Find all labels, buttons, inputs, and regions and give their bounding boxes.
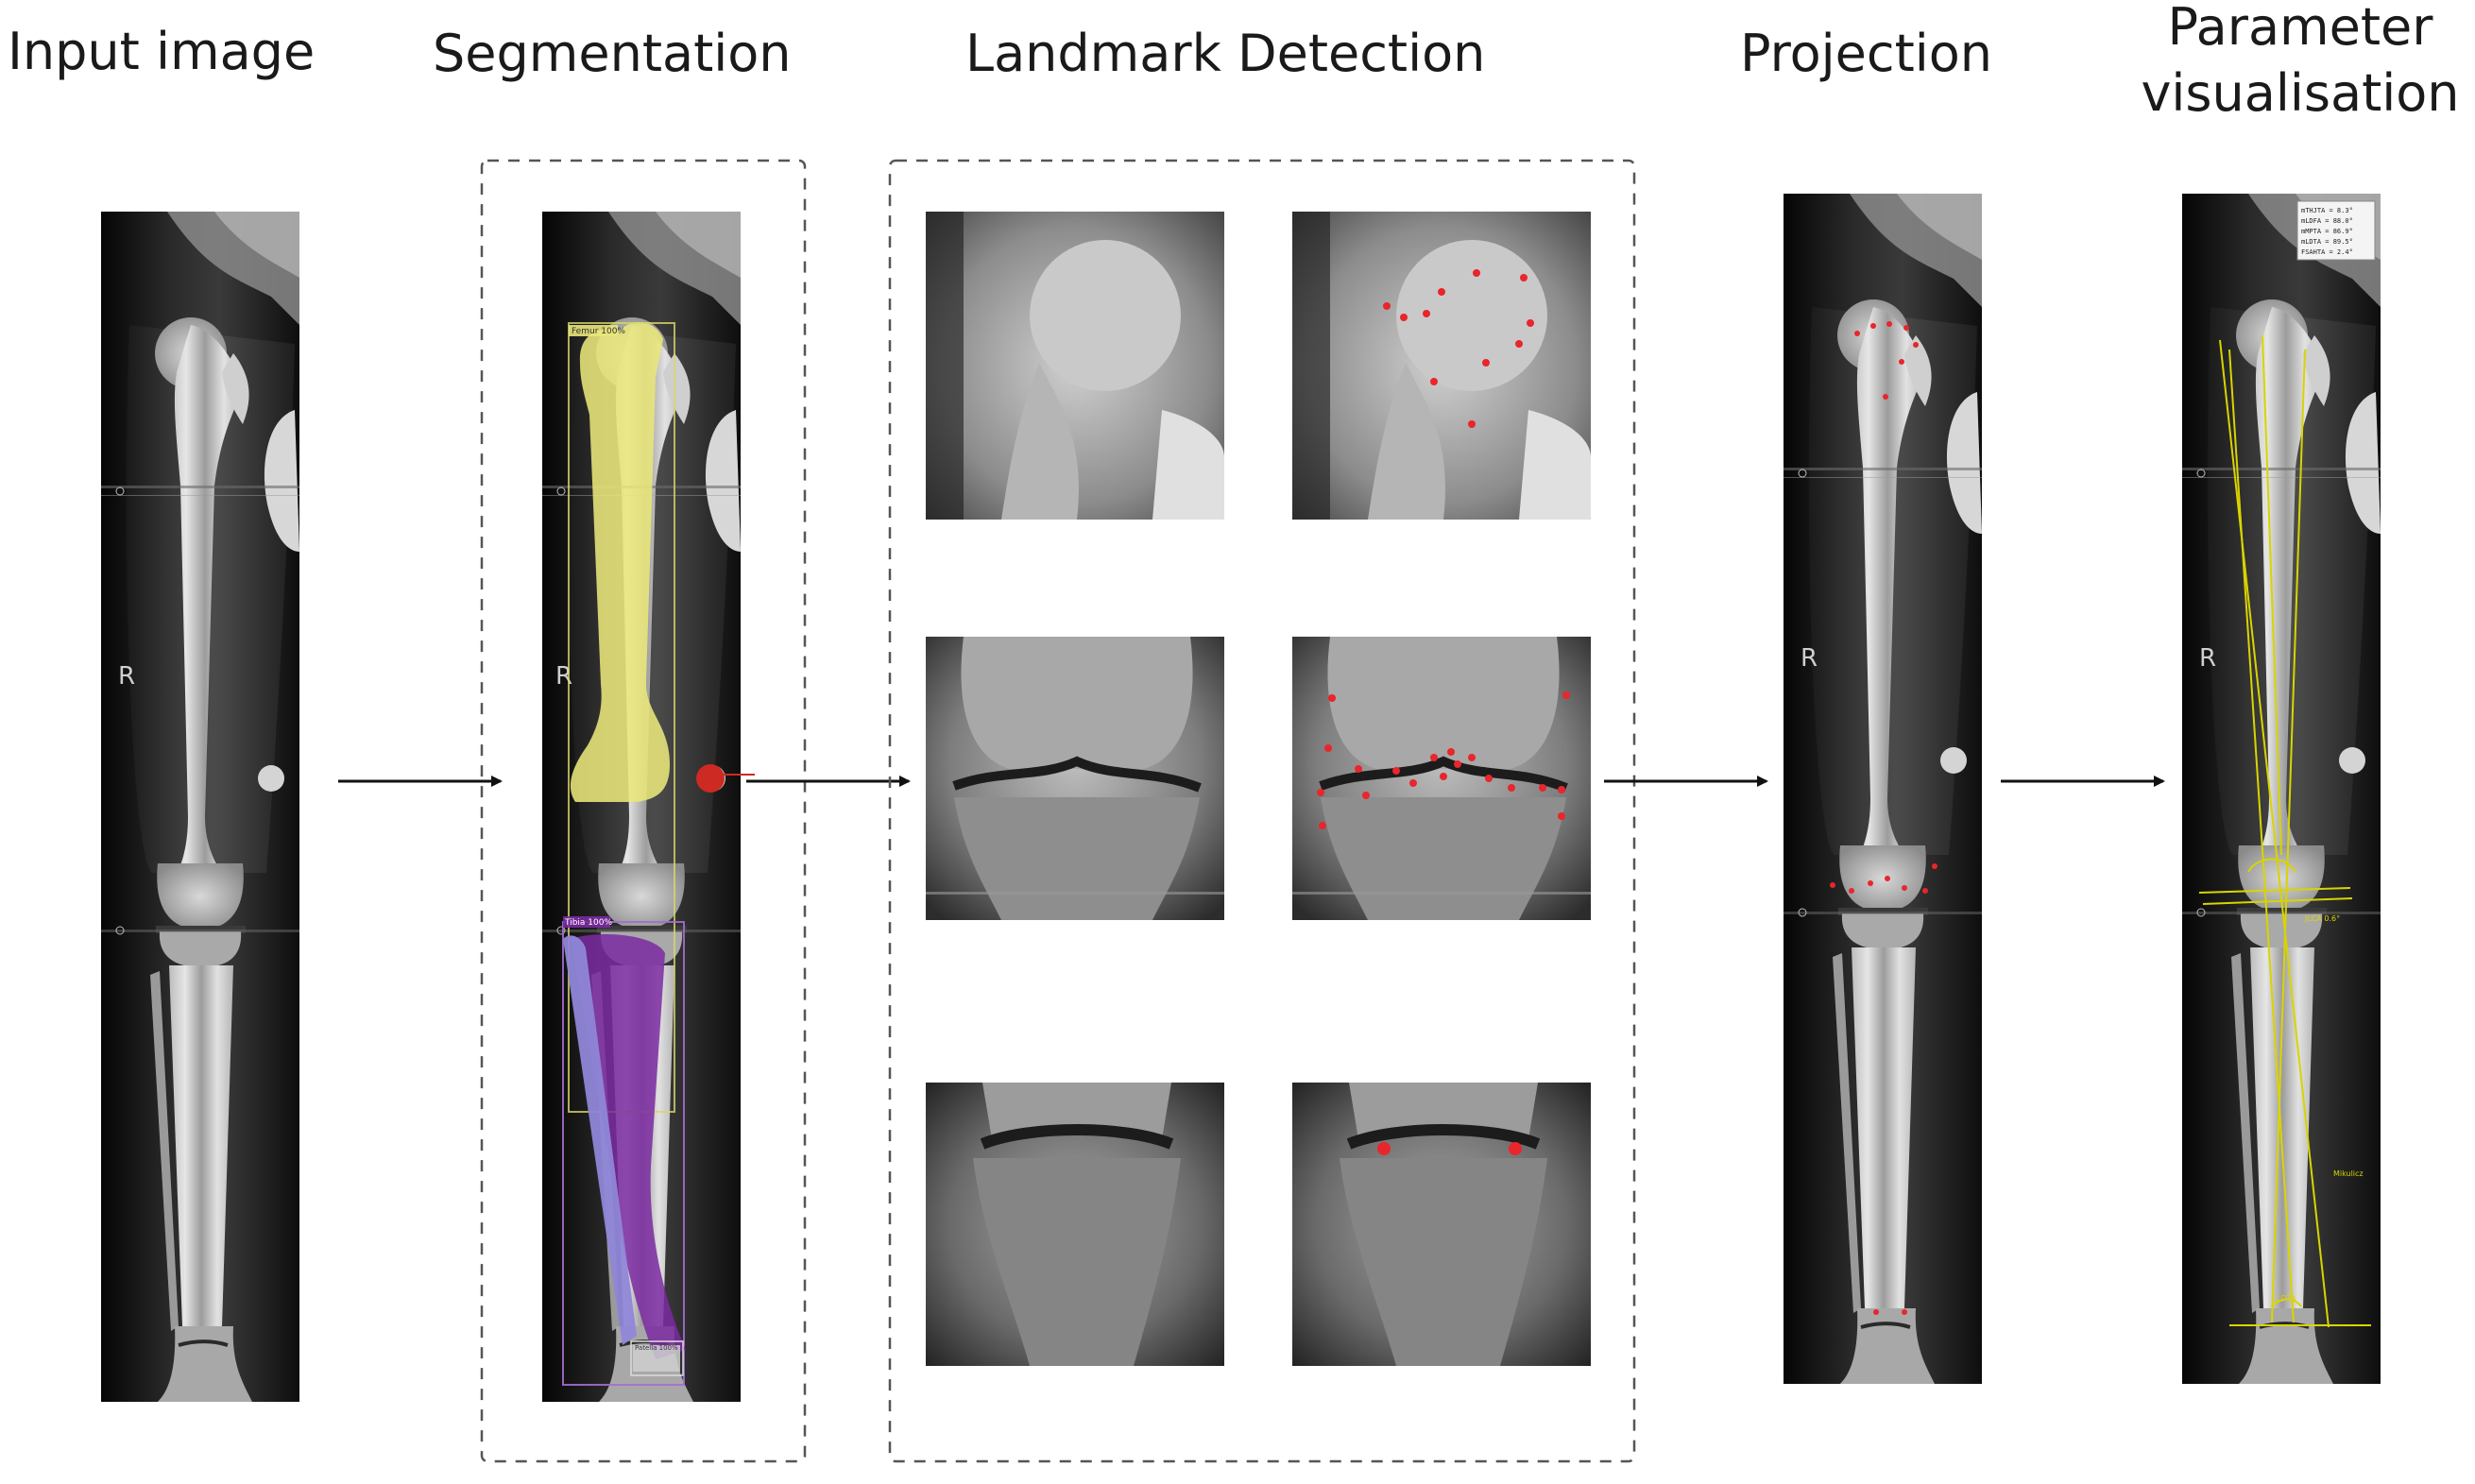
knee-joint-line-tibial [2202,897,2353,905]
femur-label: Femur 100% [572,327,625,336]
ankle-mask [633,1345,680,1372]
anatomical-axis-line [2271,349,2306,1323]
legend-line-2: mLDFA = 88.0° [2301,217,2353,225]
ankle-annotation: LDTA [2277,1294,2296,1303]
load-axis-line [2219,339,2330,1328]
stage-title-segmentation: Segmentation [433,24,792,83]
input-radiograph: R [99,210,301,1404]
stage-title-parameter-line2: visualisation [2141,63,2460,123]
knee-crop-raw [926,637,1224,920]
hip-landmark-points [1383,269,1534,428]
patella-label: Patella 100% [635,1344,678,1352]
segmentation-dashed-box [480,159,807,1463]
input-radiograph-marker: R [118,662,135,691]
femur-label-bg [569,325,618,336]
tibia-axis-annotation: Mikulicz [2333,1169,2364,1178]
parameter-radiograph: R mTHJTA = 8.3° mLDFA = 88.0° mMPTA = 86… [2180,192,2382,1386]
femur-mask [570,321,670,802]
alignment-axes [2198,334,2371,1328]
stage-title-parameter-line1: Parameter [2167,0,2433,57]
segmentation-radiograph-marker: R [555,662,572,691]
patella-mask [696,764,725,793]
legend-line-4: mLDTA = 89.5° [2301,238,2353,246]
ankle-angle-arc [2271,1298,2302,1307]
ankle-landmark-points [1377,1142,1522,1155]
mechanical-axis-line [2228,349,2295,1323]
ankle-bbox [630,1340,684,1376]
hip-crop-raw [926,212,1224,520]
stage-title-input: Input image [8,22,316,81]
legend-line-5: FSAHTA = 2.4° [2301,248,2353,256]
projection-radiograph: R [1782,192,1984,1386]
stage-title-projection: Projection [1740,24,1993,83]
legend-line-1: mTHJTA = 8.3° [2301,207,2353,214]
tibia-bbox [562,921,685,1386]
knee-crop-landmarks [1292,637,1591,920]
parameter-radiograph-marker: R [2199,644,2216,673]
ankle-crop-landmarks [1292,1083,1591,1366]
legend-line-3: mMPTA = 86.9° [2301,228,2353,235]
tibia-mask [571,934,686,1359]
stage-title-parameter: Parameter visualisation [2125,2,2475,119]
projection-radiograph-marker: R [1801,644,1818,673]
stage-title-landmark-detection: Landmark Detection [965,24,1486,83]
tibia-label-bg [563,916,610,928]
parameter-legend-box [2296,200,2376,261]
femoral-shaft-axis-line [2262,334,2282,856]
hip-crop-landmarks [1292,212,1591,520]
knee-landmark-points [1317,691,1570,829]
projected-landmarks [1830,321,1937,1315]
segmentation-radiograph: R Femur 100% Tibia 100% Patella 100% [540,210,755,1404]
knee-joint-line-femoral [2198,887,2351,894]
joint-line-annotation: JLCA 0.6° [2304,914,2340,923]
fibula-mask [563,935,637,1345]
ankle-crop-raw [926,1083,1224,1366]
knee-angle-arc [2247,858,2296,873]
tibia-label: Tibia 100% [564,918,612,928]
